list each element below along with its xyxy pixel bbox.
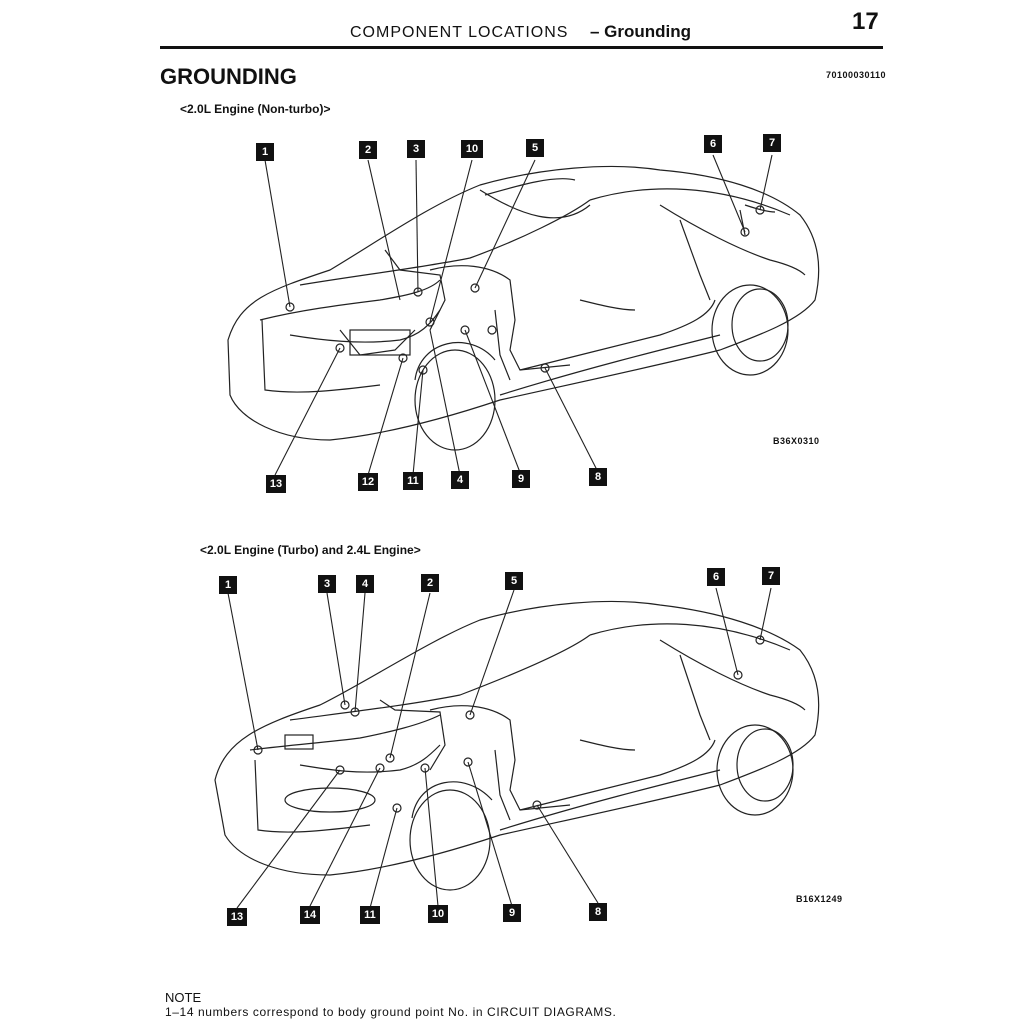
page-number: 17	[852, 8, 879, 35]
bottom-figure-code: B16X1249	[796, 894, 843, 904]
bottom-diagram-subtitle: <2.0L Engine (Turbo) and 2.4L Engine>	[200, 543, 421, 557]
callout-bottom-7: 7	[762, 567, 780, 585]
callout-top-3: 3	[407, 140, 425, 158]
page-title: GROUNDING	[160, 64, 297, 89]
callout-top-4: 4	[451, 471, 469, 489]
callout-top-7: 7	[763, 134, 781, 152]
callout-top-1: 1	[256, 143, 274, 161]
header-section: COMPONENT LOCATIONS	[350, 24, 569, 41]
callout-top-5: 5	[526, 139, 544, 157]
callout-bottom-14: 14	[300, 906, 320, 924]
callout-bottom-3: 3	[318, 575, 336, 593]
callout-top-10: 10	[461, 140, 483, 158]
top-car-illustration	[227, 165, 820, 451]
header-rule	[160, 46, 883, 49]
callout-bottom-2: 2	[421, 574, 439, 592]
callout-top-2: 2	[359, 141, 377, 159]
callout-top-8: 8	[589, 468, 607, 486]
callout-bottom-6: 6	[707, 568, 725, 586]
callout-bottom-10: 10	[428, 905, 448, 923]
callout-top-6: 6	[704, 135, 722, 153]
callout-bottom-5: 5	[505, 572, 523, 590]
top-diagram-subtitle: <2.0L Engine (Non-turbo)>	[180, 102, 331, 116]
doc-code: 70100030110	[826, 70, 887, 80]
callout-bottom-4: 4	[356, 575, 374, 593]
callout-bottom-13: 13	[227, 908, 247, 926]
callout-top-11: 11	[403, 472, 423, 490]
callout-top-12: 12	[358, 473, 378, 491]
callout-bottom-9: 9	[503, 904, 521, 922]
callout-bottom-11: 11	[360, 906, 380, 924]
callout-top-9: 9	[512, 470, 530, 488]
bottom-car-illustration	[214, 600, 820, 891]
note-heading: NOTE	[165, 990, 202, 1005]
header-subsection: – Grounding	[590, 22, 692, 41]
callout-bottom-1: 1	[219, 576, 237, 594]
callout-bottom-8: 8	[589, 903, 607, 921]
callout-top-13: 13	[266, 475, 286, 493]
note-text: 1–14 numbers correspond to body ground p…	[165, 1005, 617, 1019]
top-figure-code: B36X0310	[773, 436, 820, 446]
